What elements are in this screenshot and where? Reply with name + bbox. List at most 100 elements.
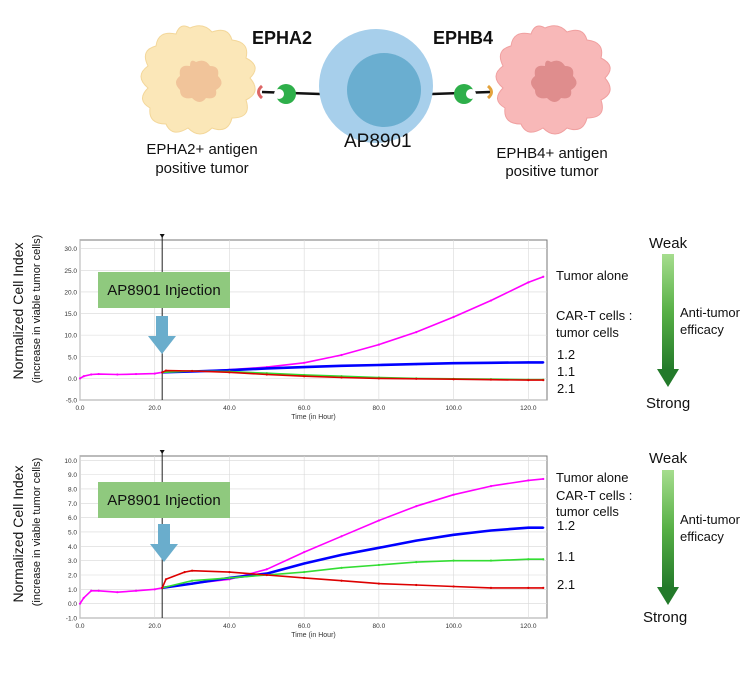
chart2-anti-tumor-line2: efficacy — [680, 529, 724, 544]
chart1-y-tick-label: 15.0 — [64, 311, 77, 318]
ephb4-tumor-line2: positive tumor — [505, 163, 599, 180]
chart1-x-tick-label: 20.0 — [148, 405, 161, 412]
chart1-point-ratio-2-1 — [452, 378, 455, 381]
chart1-point-ratio-1-2 — [489, 361, 493, 364]
chart2-point-ratio-1-2 — [452, 533, 455, 536]
chart2-point-tumor-alone — [82, 596, 85, 600]
chart2-point-ratio-2-1 — [265, 573, 268, 577]
chart1-injection-label: AP8901 Injection — [98, 272, 230, 308]
chart1-point-ratio-2-1 — [190, 369, 194, 373]
chart2-x-tick-label: 40.0 — [223, 623, 236, 630]
chart1-y-tick-label: 20.0 — [64, 289, 77, 296]
chart1-point-tumor-alone — [340, 353, 343, 357]
chart1-x-axis-label: Time (in Hour) — [291, 414, 335, 421]
chart1-point-ratio-2-1 — [340, 376, 343, 379]
chart1-point-tumor-alone — [303, 361, 306, 364]
chart1-point-ratio-1-2 — [265, 367, 268, 370]
chart2-x-tick-label: 100.0 — [445, 623, 462, 630]
chart2-point-tumor-alone — [527, 479, 530, 482]
chart2-efficacy-arrow-icon — [657, 587, 679, 605]
chart2-y-tick-label: -1.0 — [66, 616, 78, 623]
chart1-legend-ratio-2-1: 2.1 — [557, 381, 576, 396]
chart2-point-tumor-alone — [542, 477, 545, 481]
chart1-point-tumor-alone — [90, 373, 93, 376]
chart1-x-tick-label: 120.0 — [520, 405, 537, 412]
chart2-strong-label: Strong — [643, 609, 688, 626]
chart2-y-tick-label: 5.0 — [68, 529, 77, 536]
chart2-x-axis-label: Time (in Hour) — [291, 632, 335, 639]
chart1-point-ratio-2-1 — [489, 378, 493, 381]
chart1-ylabel-main: Normalized Cell Index — [10, 242, 26, 380]
chart2-point-tumor-alone — [415, 505, 418, 508]
chart2-point-ratio-2-1 — [303, 576, 306, 579]
chart1-x-tick-label: 80.0 — [373, 405, 386, 412]
chart1-legend-cart-line2: tumor cells — [556, 325, 619, 340]
chart1-y-tick-label: 30.0 — [64, 246, 77, 253]
chart2-x-tick-label: 0.0 — [75, 623, 84, 630]
chart2-y-tick-label: 1.0 — [68, 587, 77, 594]
chart1-y-tick-label: 10.0 — [64, 333, 77, 340]
chart1-point-ratio-1-2 — [377, 363, 380, 367]
epha2-antigen-icon — [257, 84, 264, 100]
chart2-point-ratio-1-2 — [527, 526, 530, 529]
chart2-point-ratio-1-2 — [190, 582, 194, 585]
chart2-point-ratio-1-2 — [377, 546, 380, 549]
chart1-y-tick-label: 25.0 — [64, 268, 77, 275]
chart2-point-ratio-1-2 — [340, 553, 343, 557]
chart2-y-tick-label: 9.0 — [68, 472, 77, 479]
chart2-legend-cart-line1: CAR-T cells : — [556, 488, 633, 503]
chart2-point-ratio-1-1 — [452, 559, 455, 562]
chart2-point-ratio-1-1 — [377, 563, 380, 567]
chart1-legend-ratio-1-2: 1.2 — [557, 347, 576, 362]
chart1-point-tumor-alone — [489, 299, 493, 302]
chart2-point-ratio-2-1 — [161, 586, 164, 589]
chart2-point-ratio-1-1 — [228, 576, 231, 579]
chart2-point-tumor-alone — [489, 485, 493, 488]
car-t-diagram — [140, 25, 611, 143]
chart2-x-tick-label: 80.0 — [373, 623, 386, 630]
chart1-point-tumor-alone — [527, 281, 530, 284]
chart1-point-ratio-1-2 — [542, 361, 545, 364]
chart1-point-ratio-2-1 — [542, 379, 545, 382]
chart2-point-tumor-alone — [303, 550, 306, 554]
ephb4-antigen-icon — [486, 84, 493, 100]
chart2-point-tumor-alone — [452, 493, 455, 496]
chart1-point-ratio-2-1 — [377, 377, 380, 380]
chart1-legend-ratio-1-1: 1.1 — [557, 364, 576, 379]
right-binder-icon — [454, 84, 474, 104]
chart1-injection-marker-icon — [159, 234, 165, 238]
chart2-efficacy-arrow-shaft — [662, 470, 674, 588]
chart2-point-tumor-alone — [340, 535, 343, 538]
chart1-point-tumor-alone — [82, 375, 85, 378]
chart1-point-ratio-1-2 — [303, 366, 306, 369]
right-tumor-nucleus — [531, 60, 577, 102]
chart1-point-ratio-1-2 — [415, 363, 418, 366]
chart1-point-tumor-alone — [377, 343, 380, 346]
chart1-ylabel-sub: (increase in viable tumor cells) — [31, 234, 43, 384]
chart1-point-tumor-alone — [542, 275, 545, 278]
chart1-point-ratio-1-2 — [527, 361, 530, 364]
chart2-point-ratio-1-1 — [303, 571, 306, 574]
chart1-strong-label: Strong — [646, 395, 691, 412]
chart2-point-tumor-alone — [90, 589, 93, 592]
chart1-point-ratio-2-1 — [161, 371, 164, 374]
chart1-point-ratio-1-2 — [452, 362, 455, 365]
chart1-anti-tumor-line1: Anti-tumor — [680, 305, 740, 320]
chart2-point-ratio-2-1 — [164, 578, 168, 581]
chart2-anti-tumor-line1: Anti-tumor — [680, 512, 740, 527]
chart2-ylabel-sub: (increase in viable tumor cells) — [31, 457, 43, 607]
chart1-y-tick-label: 5.0 — [68, 354, 77, 361]
ephb4-label: EPHB4 — [433, 28, 494, 48]
chart2-point-ratio-1-1 — [489, 559, 493, 562]
chart2-y-tick-label: 3.0 — [68, 558, 77, 565]
chart1-point-ratio-2-1 — [303, 375, 306, 378]
chart2-legend-tumor-alone: Tumor alone — [556, 470, 629, 485]
chart1-point-ratio-2-1 — [228, 371, 231, 374]
chart1-x-tick-label: 60.0 — [298, 405, 311, 412]
chart2-injection-label: AP8901 Injection — [98, 482, 230, 518]
chart2-x-tick-label: 60.0 — [298, 623, 311, 630]
chart2-point-tumor-alone — [265, 568, 268, 571]
chart1-point-tumor-alone — [415, 331, 418, 334]
chart2-ylabel-main: Normalized Cell Index — [10, 465, 26, 603]
